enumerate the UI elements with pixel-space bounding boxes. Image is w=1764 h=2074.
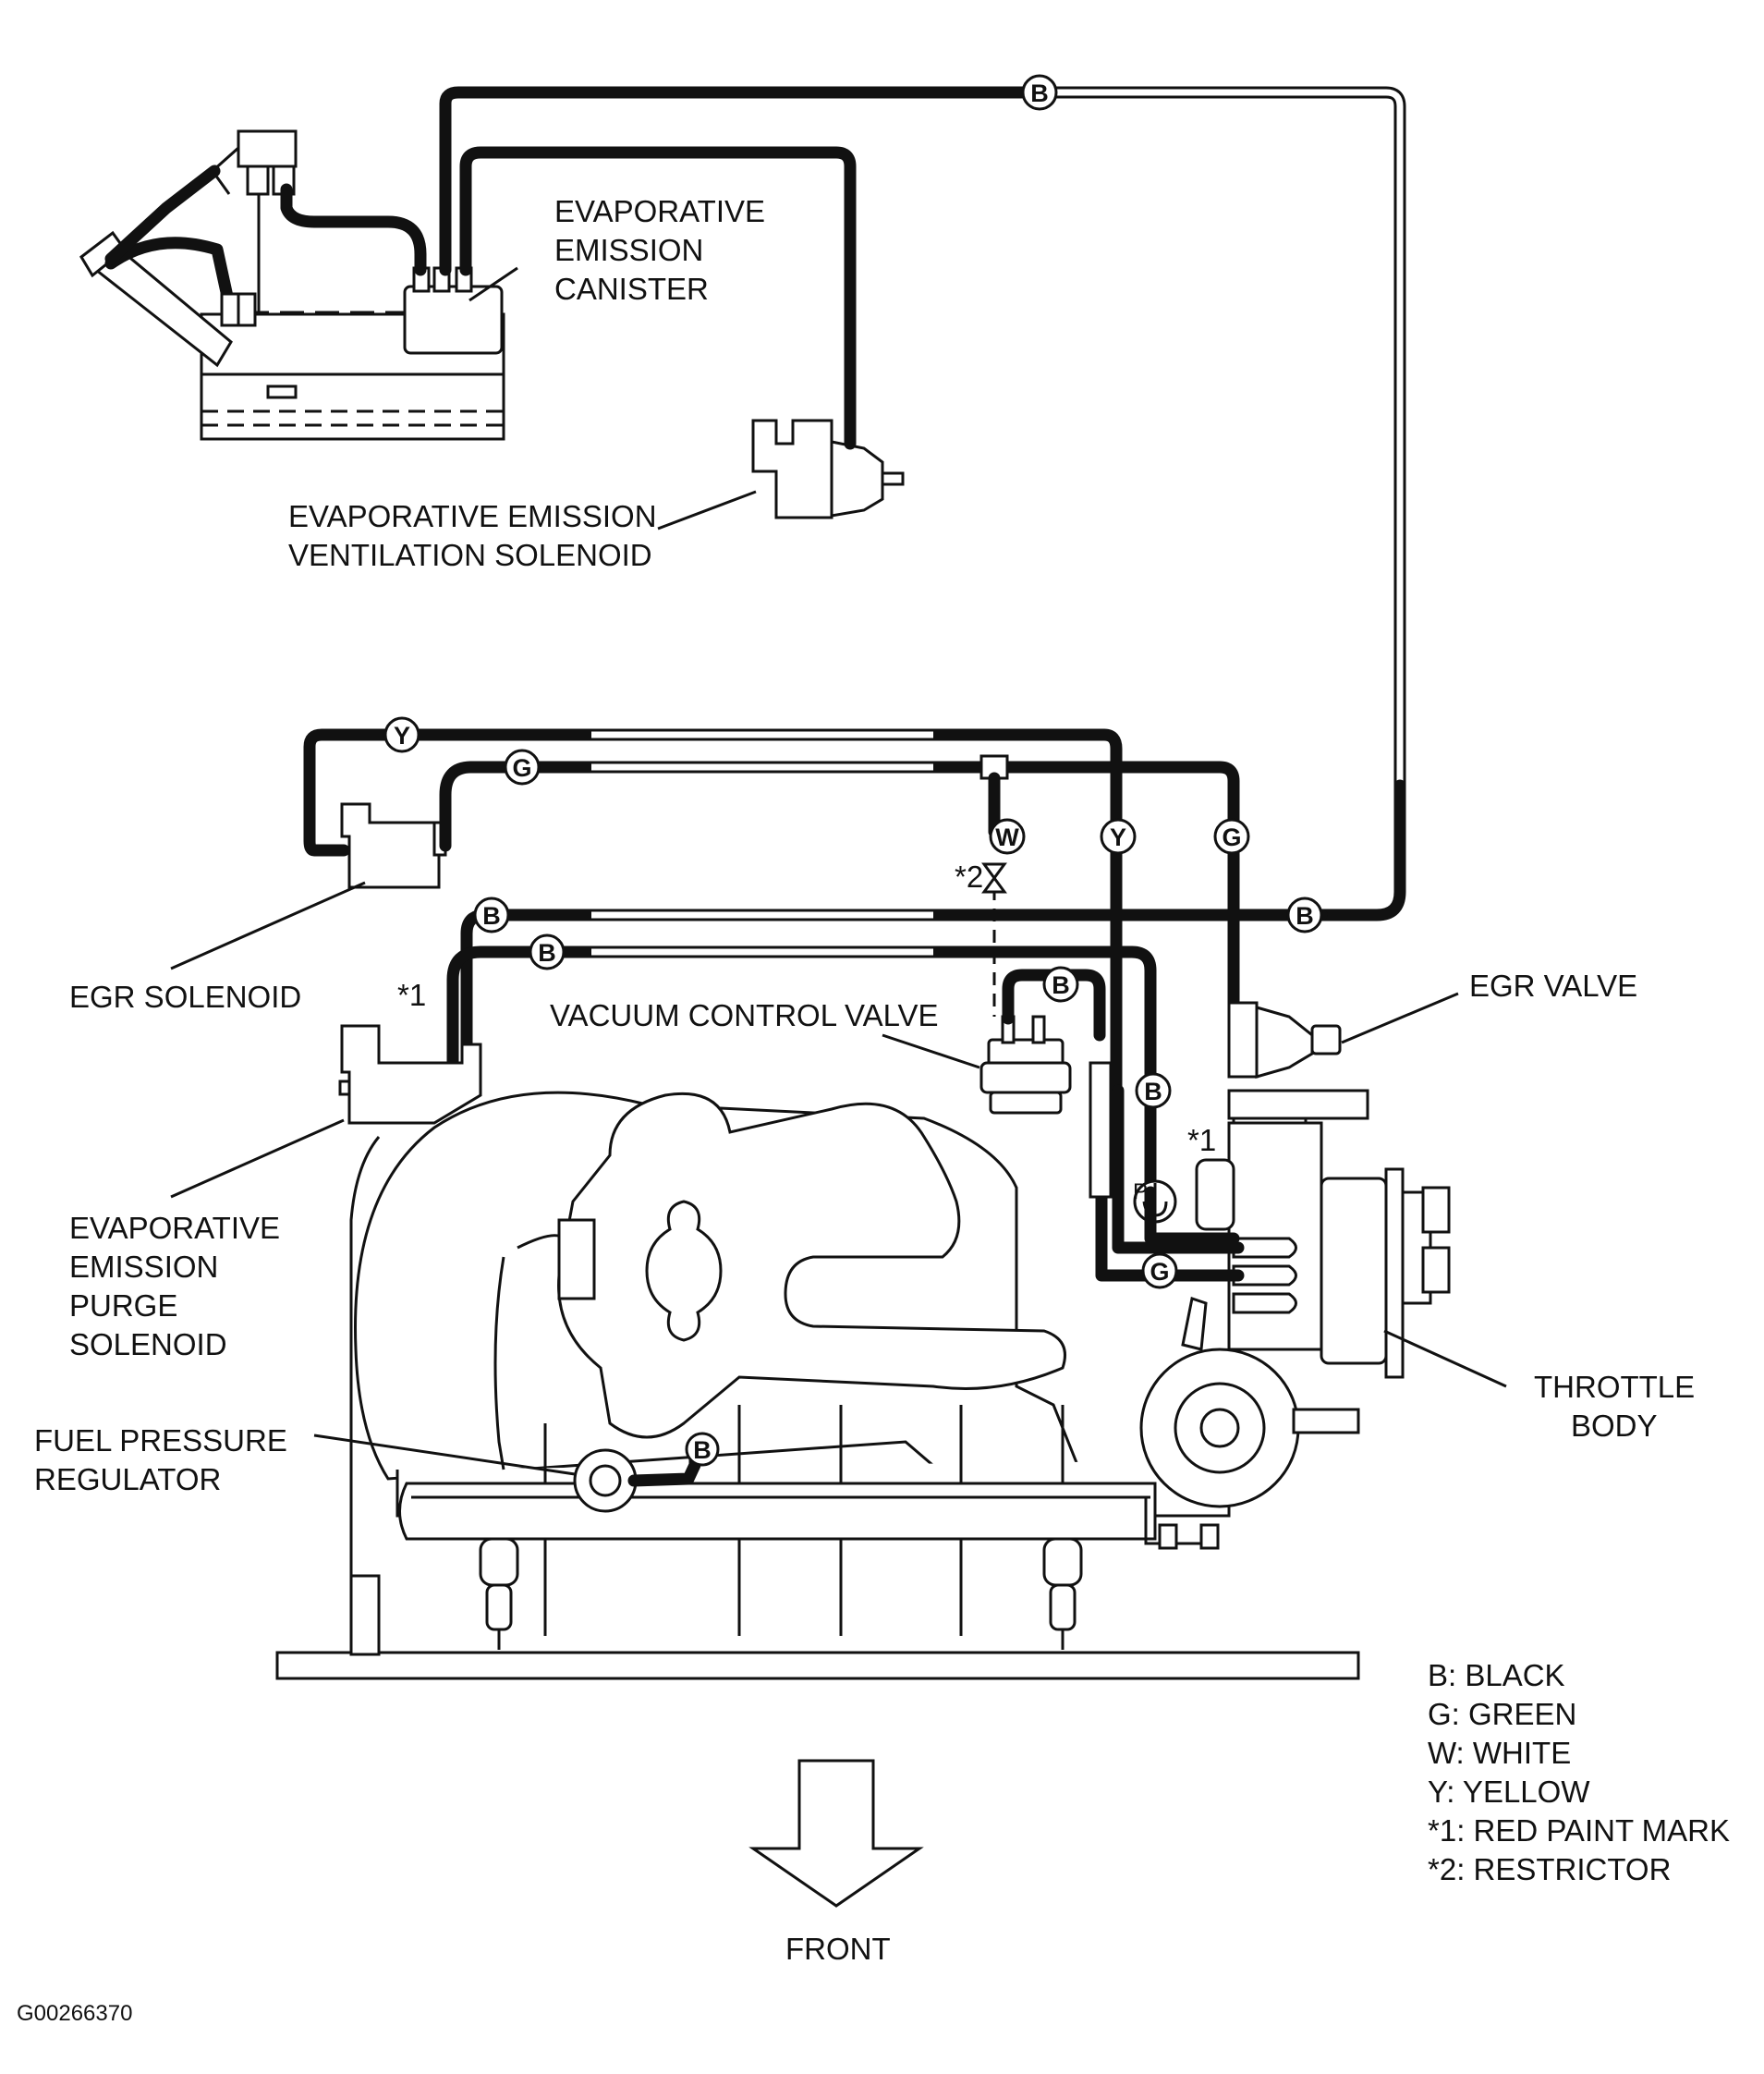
hose-tag-b-top: B bbox=[1021, 74, 1058, 111]
svg-text:B: B bbox=[1052, 971, 1070, 999]
hose-tag-y-mid: Y bbox=[1100, 818, 1137, 855]
hose-canister-to-purge-black bbox=[439, 86, 1032, 276]
svg-text:REGULATOR: REGULATOR bbox=[34, 1462, 221, 1496]
vcv-tube-vertical bbox=[1089, 1061, 1113, 1199]
label-vacuum-control-valve: VACUUM CONTROL VALVE bbox=[550, 998, 939, 1032]
legend-item: *2: RESTRICTOR bbox=[1428, 1852, 1671, 1886]
front-arrow bbox=[748, 1759, 924, 1908]
label-throttle-body: THROTTLE BODY bbox=[1534, 1370, 1695, 1443]
figure-id: G00266370 bbox=[17, 2001, 132, 2026]
label-egr-solenoid: EGR SOLENOID bbox=[69, 980, 301, 1014]
label-evap-canister: EVAPORATIVE EMISSION CANISTER bbox=[554, 194, 765, 306]
hose-tag-b-upper-left: B bbox=[473, 897, 510, 933]
hose-tag-w: W bbox=[989, 818, 1026, 855]
svg-text:SOLENOID: SOLENOID bbox=[69, 1327, 227, 1361]
evap-ventilation-solenoid bbox=[657, 419, 905, 531]
svg-text:B: B bbox=[482, 902, 501, 930]
hose-yellow bbox=[303, 728, 1123, 1148]
hose-black-to-throttle bbox=[1144, 1186, 1240, 1245]
mark-p: P bbox=[1133, 1179, 1148, 1204]
evap-purge-solenoid bbox=[170, 1024, 482, 1199]
label-fuel-pressure-regulator: FUEL PRESSURE REGULATOR bbox=[34, 1423, 287, 1496]
legend-item: W: WHITE bbox=[1428, 1736, 1571, 1770]
hose-tag-b-upper-right: B bbox=[1286, 897, 1323, 933]
label-front: FRONT bbox=[785, 1932, 891, 1966]
mark-red-paint-throttle: *1 bbox=[1187, 1123, 1216, 1157]
fuel-rail bbox=[398, 1482, 1157, 1541]
manifold-base-plate bbox=[275, 1651, 1360, 1680]
svg-text:B: B bbox=[1144, 1078, 1162, 1105]
hose-black-to-egr-line bbox=[1315, 779, 1406, 921]
mark-restrictor: *2 bbox=[955, 860, 983, 894]
legend: B: BLACK G: GREEN W: WHITE Y: YELLOW *1:… bbox=[1428, 1658, 1730, 1886]
svg-text:B: B bbox=[1030, 79, 1049, 107]
svg-text:BODY: BODY bbox=[1571, 1409, 1658, 1443]
evaporative-emission-canister bbox=[280, 183, 518, 355]
svg-text:THROTTLE: THROTTLE bbox=[1534, 1370, 1695, 1404]
fuel-pressure-regulator bbox=[313, 1434, 701, 1513]
hose-canister-to-ventilation-solenoid bbox=[459, 146, 857, 450]
hose-tag-b-regulator: B bbox=[685, 1432, 720, 1467]
label-evap-purge-solenoid: EVAPORATIVE EMISSION PURGE SOLENOID bbox=[69, 1211, 280, 1361]
hose-white-section-top bbox=[1053, 86, 1406, 786]
svg-text:G: G bbox=[1150, 1258, 1169, 1286]
hose-black-to-vcv bbox=[1112, 1084, 1245, 1254]
svg-text:CANISTER: CANISTER bbox=[554, 272, 709, 306]
legend-item: B: BLACK bbox=[1428, 1658, 1565, 1692]
hose-black-upper bbox=[460, 909, 1328, 1060]
svg-text:B: B bbox=[693, 1436, 712, 1464]
svg-text:G: G bbox=[1222, 824, 1241, 851]
svg-text:B: B bbox=[1296, 902, 1314, 930]
legend-item: G: GREEN bbox=[1428, 1697, 1576, 1731]
svg-text:Y: Y bbox=[1110, 824, 1126, 851]
svg-text:EMISSION: EMISSION bbox=[554, 233, 703, 267]
fuel-injector-right bbox=[1042, 1537, 1083, 1650]
svg-text:W: W bbox=[995, 824, 1019, 851]
legend-item: *1: RED PAINT MARK bbox=[1428, 1813, 1730, 1848]
svg-text:EVAPORATIVE EMISSION: EVAPORATIVE EMISSION bbox=[288, 499, 657, 533]
label-egr-valve: EGR VALVE bbox=[1469, 969, 1637, 1003]
svg-text:EVAPORATIVE: EVAPORATIVE bbox=[69, 1211, 280, 1245]
mark-red-paint-purge: *1 bbox=[397, 978, 426, 1012]
svg-text:PURGE: PURGE bbox=[69, 1288, 177, 1323]
svg-text:EVAPORATIVE: EVAPORATIVE bbox=[554, 194, 765, 228]
hose-tag-g-top: G bbox=[504, 749, 541, 786]
svg-text:VENTILATION SOLENOID: VENTILATION SOLENOID bbox=[288, 538, 652, 572]
legend-item: Y: YELLOW bbox=[1428, 1775, 1590, 1809]
vacuum-control-valve bbox=[882, 969, 1106, 1115]
throttle-body bbox=[1139, 1089, 1507, 1550]
egr-valve bbox=[1227, 992, 1459, 1079]
label-evap-ventilation-solenoid: EVAPORATIVE EMISSION VENTILATION SOLENOI… bbox=[288, 499, 657, 572]
svg-text:FUEL PRESSURE: FUEL PRESSURE bbox=[34, 1423, 287, 1458]
svg-text:EMISSION: EMISSION bbox=[69, 1250, 218, 1284]
hose-tag-b-vcv: B bbox=[1042, 966, 1079, 1003]
svg-text:G: G bbox=[512, 754, 531, 782]
svg-text:B: B bbox=[538, 939, 556, 967]
hose-tag-b-throttle: B bbox=[1135, 1072, 1172, 1109]
hose-tag-y-top: Y bbox=[383, 716, 420, 753]
hose-tag-g-throttle: G bbox=[1141, 1252, 1178, 1289]
fuel-injector-left bbox=[479, 1537, 519, 1650]
hose-tag-b-lower-left: B bbox=[529, 933, 566, 970]
restrictor-symbol bbox=[981, 862, 1007, 894]
svg-text:Y: Y bbox=[394, 722, 410, 750]
hose-tag-g-mid: G bbox=[1213, 818, 1250, 855]
